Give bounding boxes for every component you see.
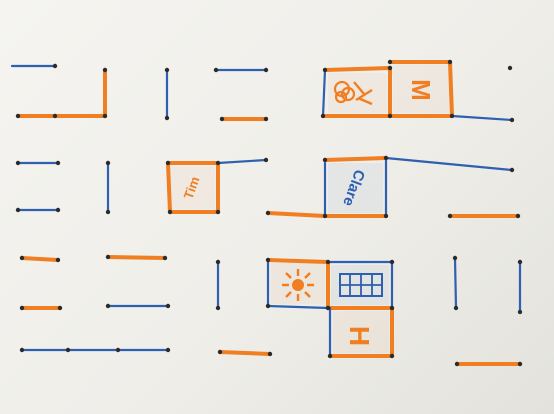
- grid-dot: [510, 118, 514, 122]
- box-fills-layer: [171, 65, 449, 353]
- grid-dot: [518, 260, 522, 264]
- grid-dot: [103, 114, 107, 118]
- orange-line[interactable]: [220, 352, 270, 354]
- grid-dot: [448, 214, 452, 218]
- grid-dot: [508, 66, 512, 70]
- grid-dot: [264, 68, 268, 72]
- grid-dot: [264, 117, 268, 121]
- grid-dot: [166, 161, 170, 165]
- grid-dot: [323, 158, 327, 162]
- grid-dot: [510, 168, 514, 172]
- grid-dot: [516, 214, 520, 218]
- grid-dot: [518, 362, 522, 366]
- grid-dot: [116, 348, 120, 352]
- grid-dot: [56, 161, 60, 165]
- grid-dot: [56, 208, 60, 212]
- grid-dot: [328, 354, 332, 358]
- grid-dot: [214, 68, 218, 72]
- grid-dot: [56, 258, 60, 262]
- grid-dot: [453, 256, 457, 260]
- grid-dot: [266, 304, 270, 308]
- orange-line[interactable]: [325, 68, 390, 70]
- orange-line[interactable]: [168, 163, 170, 212]
- grid-dot: [66, 348, 70, 352]
- grid-dot: [53, 114, 57, 118]
- blue-line[interactable]: [218, 160, 266, 163]
- grid-dot: [106, 255, 110, 259]
- grid-dot: [220, 117, 224, 121]
- grid-dot: [216, 161, 220, 165]
- blue-line[interactable]: [323, 70, 325, 116]
- grid-dot: [103, 68, 107, 72]
- grid-dot: [264, 158, 268, 162]
- orange-line[interactable]: [22, 258, 58, 260]
- box-h-letter: H: [344, 326, 375, 346]
- grid-dot: [166, 348, 170, 352]
- grid-dot: [216, 210, 220, 214]
- orange-line[interactable]: [268, 260, 328, 262]
- sun-icon: [282, 269, 314, 301]
- grid-dot: [20, 306, 24, 310]
- orange-line[interactable]: [108, 257, 165, 258]
- grid-dot: [16, 114, 20, 118]
- grid-dot: [163, 256, 167, 260]
- grid-dot: [53, 64, 57, 68]
- blue-line[interactable]: [386, 158, 512, 170]
- orange-line[interactable]: [268, 213, 325, 216]
- grid-dot: [326, 260, 330, 264]
- grid-dot: [390, 354, 394, 358]
- grid-dot: [326, 306, 330, 310]
- grid-dot: [106, 210, 110, 214]
- grid-dot: [388, 60, 392, 64]
- grid-dot: [390, 260, 394, 264]
- grid-dot: [166, 304, 170, 308]
- grid-dot: [388, 114, 392, 118]
- box-m-letter: M: [406, 79, 436, 101]
- grid-dot: [16, 161, 20, 165]
- blue-line[interactable]: [455, 258, 456, 308]
- grid-dot: [168, 210, 172, 214]
- grid-dot: [20, 256, 24, 260]
- blue-line[interactable]: [452, 116, 512, 120]
- grid-dot: [388, 66, 392, 70]
- grid-dot: [448, 60, 452, 64]
- grid-dot: [323, 214, 327, 218]
- grid-dot: [323, 68, 327, 72]
- orange-line[interactable]: [450, 62, 452, 116]
- blue-line[interactable]: [268, 306, 328, 308]
- grid-dot: [384, 156, 388, 160]
- grid-dot: [20, 348, 24, 352]
- grid-dot: [390, 306, 394, 310]
- grid-dot: [268, 352, 272, 356]
- grid-dot: [321, 114, 325, 118]
- grid-dot: [58, 306, 62, 310]
- grid-dot: [216, 260, 220, 264]
- grid-dot: [165, 68, 169, 72]
- grid-dot: [455, 362, 459, 366]
- grid-dot: [454, 306, 458, 310]
- grid-dot: [218, 350, 222, 354]
- orange-line[interactable]: [325, 158, 386, 160]
- grid-dot: [106, 161, 110, 165]
- grid-dot: [518, 310, 522, 314]
- grid-dot: [106, 304, 110, 308]
- grid-dot: [266, 258, 270, 262]
- grid-dot: [450, 114, 454, 118]
- grid-dot: [165, 116, 169, 120]
- grid-dot: [16, 208, 20, 212]
- grid-dot: [384, 214, 388, 218]
- grid-dot: [266, 211, 270, 215]
- grid-dot: [216, 306, 220, 310]
